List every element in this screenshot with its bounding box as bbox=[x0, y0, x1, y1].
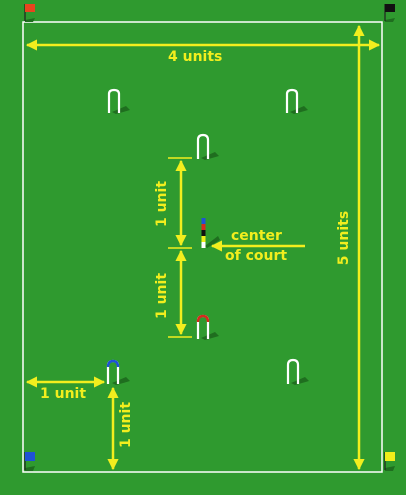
hoop-icon-top-right bbox=[285, 88, 308, 114]
side-offset-label: 1 unit bbox=[40, 386, 87, 402]
flag-icon-top-left bbox=[24, 4, 35, 22]
hoop-icon-bottom-right bbox=[286, 358, 309, 385]
hoop-spacing-top-label: 1 unit bbox=[154, 180, 170, 228]
hoop-spacing-top-dimension bbox=[168, 157, 192, 249]
hoop-icon-upper-center bbox=[196, 133, 219, 160]
court-boundary bbox=[22, 21, 383, 473]
hoop-icon-bottom-left bbox=[106, 359, 130, 385]
hoop-spacing-bottom-dimension bbox=[168, 249, 192, 338]
flag-icon-top-right bbox=[384, 4, 395, 22]
flag-icon-bottom-right bbox=[384, 452, 395, 471]
hoop-icon-top-left bbox=[107, 88, 130, 114]
flag-icon-bottom-left bbox=[24, 452, 35, 471]
hoop-icon-lower-center bbox=[196, 314, 219, 340]
width-label: 4 units bbox=[168, 49, 223, 65]
center-label-line2: of court bbox=[225, 248, 288, 264]
end-offset-label: 1 unit bbox=[118, 401, 134, 449]
hoop-spacing-bottom-label: 1 unit bbox=[154, 272, 170, 320]
center-label-line1: center bbox=[231, 228, 282, 244]
length-label: 5 units bbox=[336, 210, 352, 266]
